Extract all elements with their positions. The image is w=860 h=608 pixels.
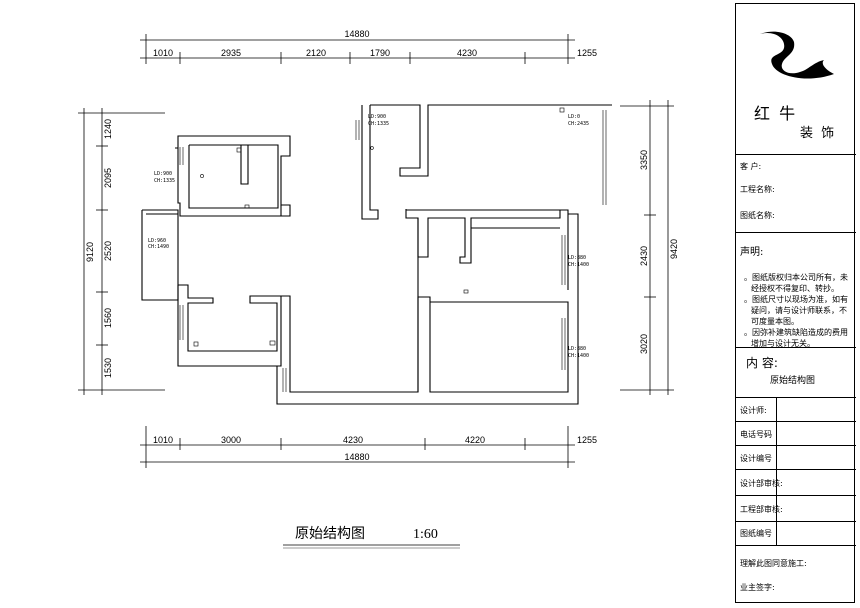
brand-name-line2: 装 饰 xyxy=(800,126,837,141)
statement-line: 。因弥补建筑缺陷造成的费用增加与设计无关。 xyxy=(744,328,848,348)
left-dimensions xyxy=(78,108,165,395)
title-block: 红 牛 装 饰 客 户: 工程名称: 图纸名称: 声明: 。图纸版权归本公司所有… xyxy=(735,3,856,603)
statement-line: 。图纸版权归本公司所有，未经授权不得复印、转抄。 xyxy=(744,273,848,293)
project-row: 工程名称: xyxy=(736,178,856,202)
signature-label: 业主签字: xyxy=(740,583,775,592)
window-label-ld: LD:0 xyxy=(568,114,580,120)
left-dimension-2: 2095 xyxy=(103,168,113,188)
content-section xyxy=(736,347,856,397)
drawing-name-row: 图纸名称: xyxy=(736,202,856,232)
top-dimension-6: 1255 xyxy=(577,48,597,58)
bottom-dimension-1: 1010 xyxy=(153,435,173,445)
design-number-row: 设计编号 xyxy=(736,445,856,469)
drawing-scale: 1:60 xyxy=(413,527,438,542)
bottom-dimensions xyxy=(140,426,575,468)
top-dimension-1: 1010 xyxy=(153,48,173,58)
window-label-ch: CH:1400 xyxy=(568,262,589,268)
drawing-number-row: 图纸编号 xyxy=(736,521,856,545)
content-value: 原始结构图 xyxy=(770,376,816,386)
window-label-ch: CH:1335 xyxy=(368,121,389,127)
left-dimension-3: 2520 xyxy=(103,241,113,261)
engineering-review-row: 工程部审核: xyxy=(736,495,856,521)
bottom-total-dimension: 14880 xyxy=(344,452,369,462)
window-label-ch: CH:2435 xyxy=(568,121,589,127)
top-total-dimension: 14880 xyxy=(344,29,369,39)
fixtures xyxy=(193,107,565,347)
signature-section: 理解此图同意施工: 业主签字: xyxy=(736,545,856,602)
right-dimension-2: 2430 xyxy=(639,246,649,266)
left-dimension-5: 1530 xyxy=(103,358,113,378)
statement-title: 声明: xyxy=(740,247,764,258)
top-dimension-4: 1790 xyxy=(370,48,390,58)
windows xyxy=(179,110,607,392)
title-block-divider xyxy=(776,397,777,545)
window-label-ld: LD:880 xyxy=(568,346,586,352)
bottom-dimension-3: 4230 xyxy=(343,435,363,445)
top-dimension-5: 4230 xyxy=(457,48,477,58)
floor-plan-drawing: 14880 1010 2935 2120 1790 4230 1255 1010… xyxy=(78,29,679,549)
right-dimension-3: 3020 xyxy=(639,334,649,354)
client-label: 客 户: xyxy=(740,162,762,171)
window-label-ch: CH:1400 xyxy=(568,353,589,359)
designer-label: 设计师: xyxy=(740,406,767,415)
drawing-title: 原始结构图 xyxy=(295,526,365,542)
statement-section: 声明: xyxy=(736,232,856,347)
left-total-dimension: 9120 xyxy=(85,242,95,262)
content-label: 内 容: xyxy=(746,356,778,370)
phone-row: 电话号码 xyxy=(736,421,856,445)
design-number-label: 设计编号 xyxy=(740,454,772,463)
top-dimension-2: 2935 xyxy=(221,48,241,58)
bottom-dimension-4: 4220 xyxy=(465,435,485,445)
window-label-ld: LD:960 xyxy=(148,238,166,244)
designer-row: 设计师: xyxy=(736,397,856,421)
statement-line: 。图纸尺寸以现场为准，如有疑问，请与设计师联系，不可度量本图。 xyxy=(744,295,848,326)
phone-label: 电话号码 xyxy=(740,430,772,439)
top-dimension-3: 2120 xyxy=(306,48,326,58)
right-total-dimension: 9420 xyxy=(669,239,679,259)
design-review-label: 设计部审核: xyxy=(740,479,783,488)
walls xyxy=(141,104,612,405)
left-dimension-4: 1560 xyxy=(103,308,113,328)
engineering-review-label: 工程部审核: xyxy=(740,505,783,514)
project-label: 工程名称: xyxy=(740,185,775,194)
window-label-ch: CH:1490 xyxy=(148,244,169,250)
window-label-ld: LD:900 xyxy=(368,114,386,120)
bottom-dimension-2: 3000 xyxy=(221,435,241,445)
right-dimensions xyxy=(620,100,674,395)
statement-notes: 。图纸版权归本公司所有，未经授权不得复印、转抄。 。图纸尺寸以现场为准，如有疑问… xyxy=(744,272,852,349)
brand-name-line1: 红 牛 xyxy=(754,104,798,123)
client-row: 客 户: xyxy=(736,154,856,178)
window-label-ch: CH:1335 xyxy=(154,178,175,184)
right-dimension-1: 3350 xyxy=(639,150,649,170)
window-label-ld: LD:900 xyxy=(154,171,172,177)
brand-logo-icon xyxy=(760,31,834,79)
drawing-number-label: 图纸编号 xyxy=(740,529,772,538)
bottom-dimension-5: 1255 xyxy=(577,435,597,445)
left-dimension-1: 1240 xyxy=(103,119,113,139)
design-review-row: 设计部审核: xyxy=(736,469,856,495)
agree-label: 理解此图同意施工: xyxy=(740,559,807,568)
window-label-ld: LD:880 xyxy=(568,255,586,261)
top-dimensions xyxy=(140,34,575,64)
drawing-name-label: 图纸名称: xyxy=(740,211,775,220)
